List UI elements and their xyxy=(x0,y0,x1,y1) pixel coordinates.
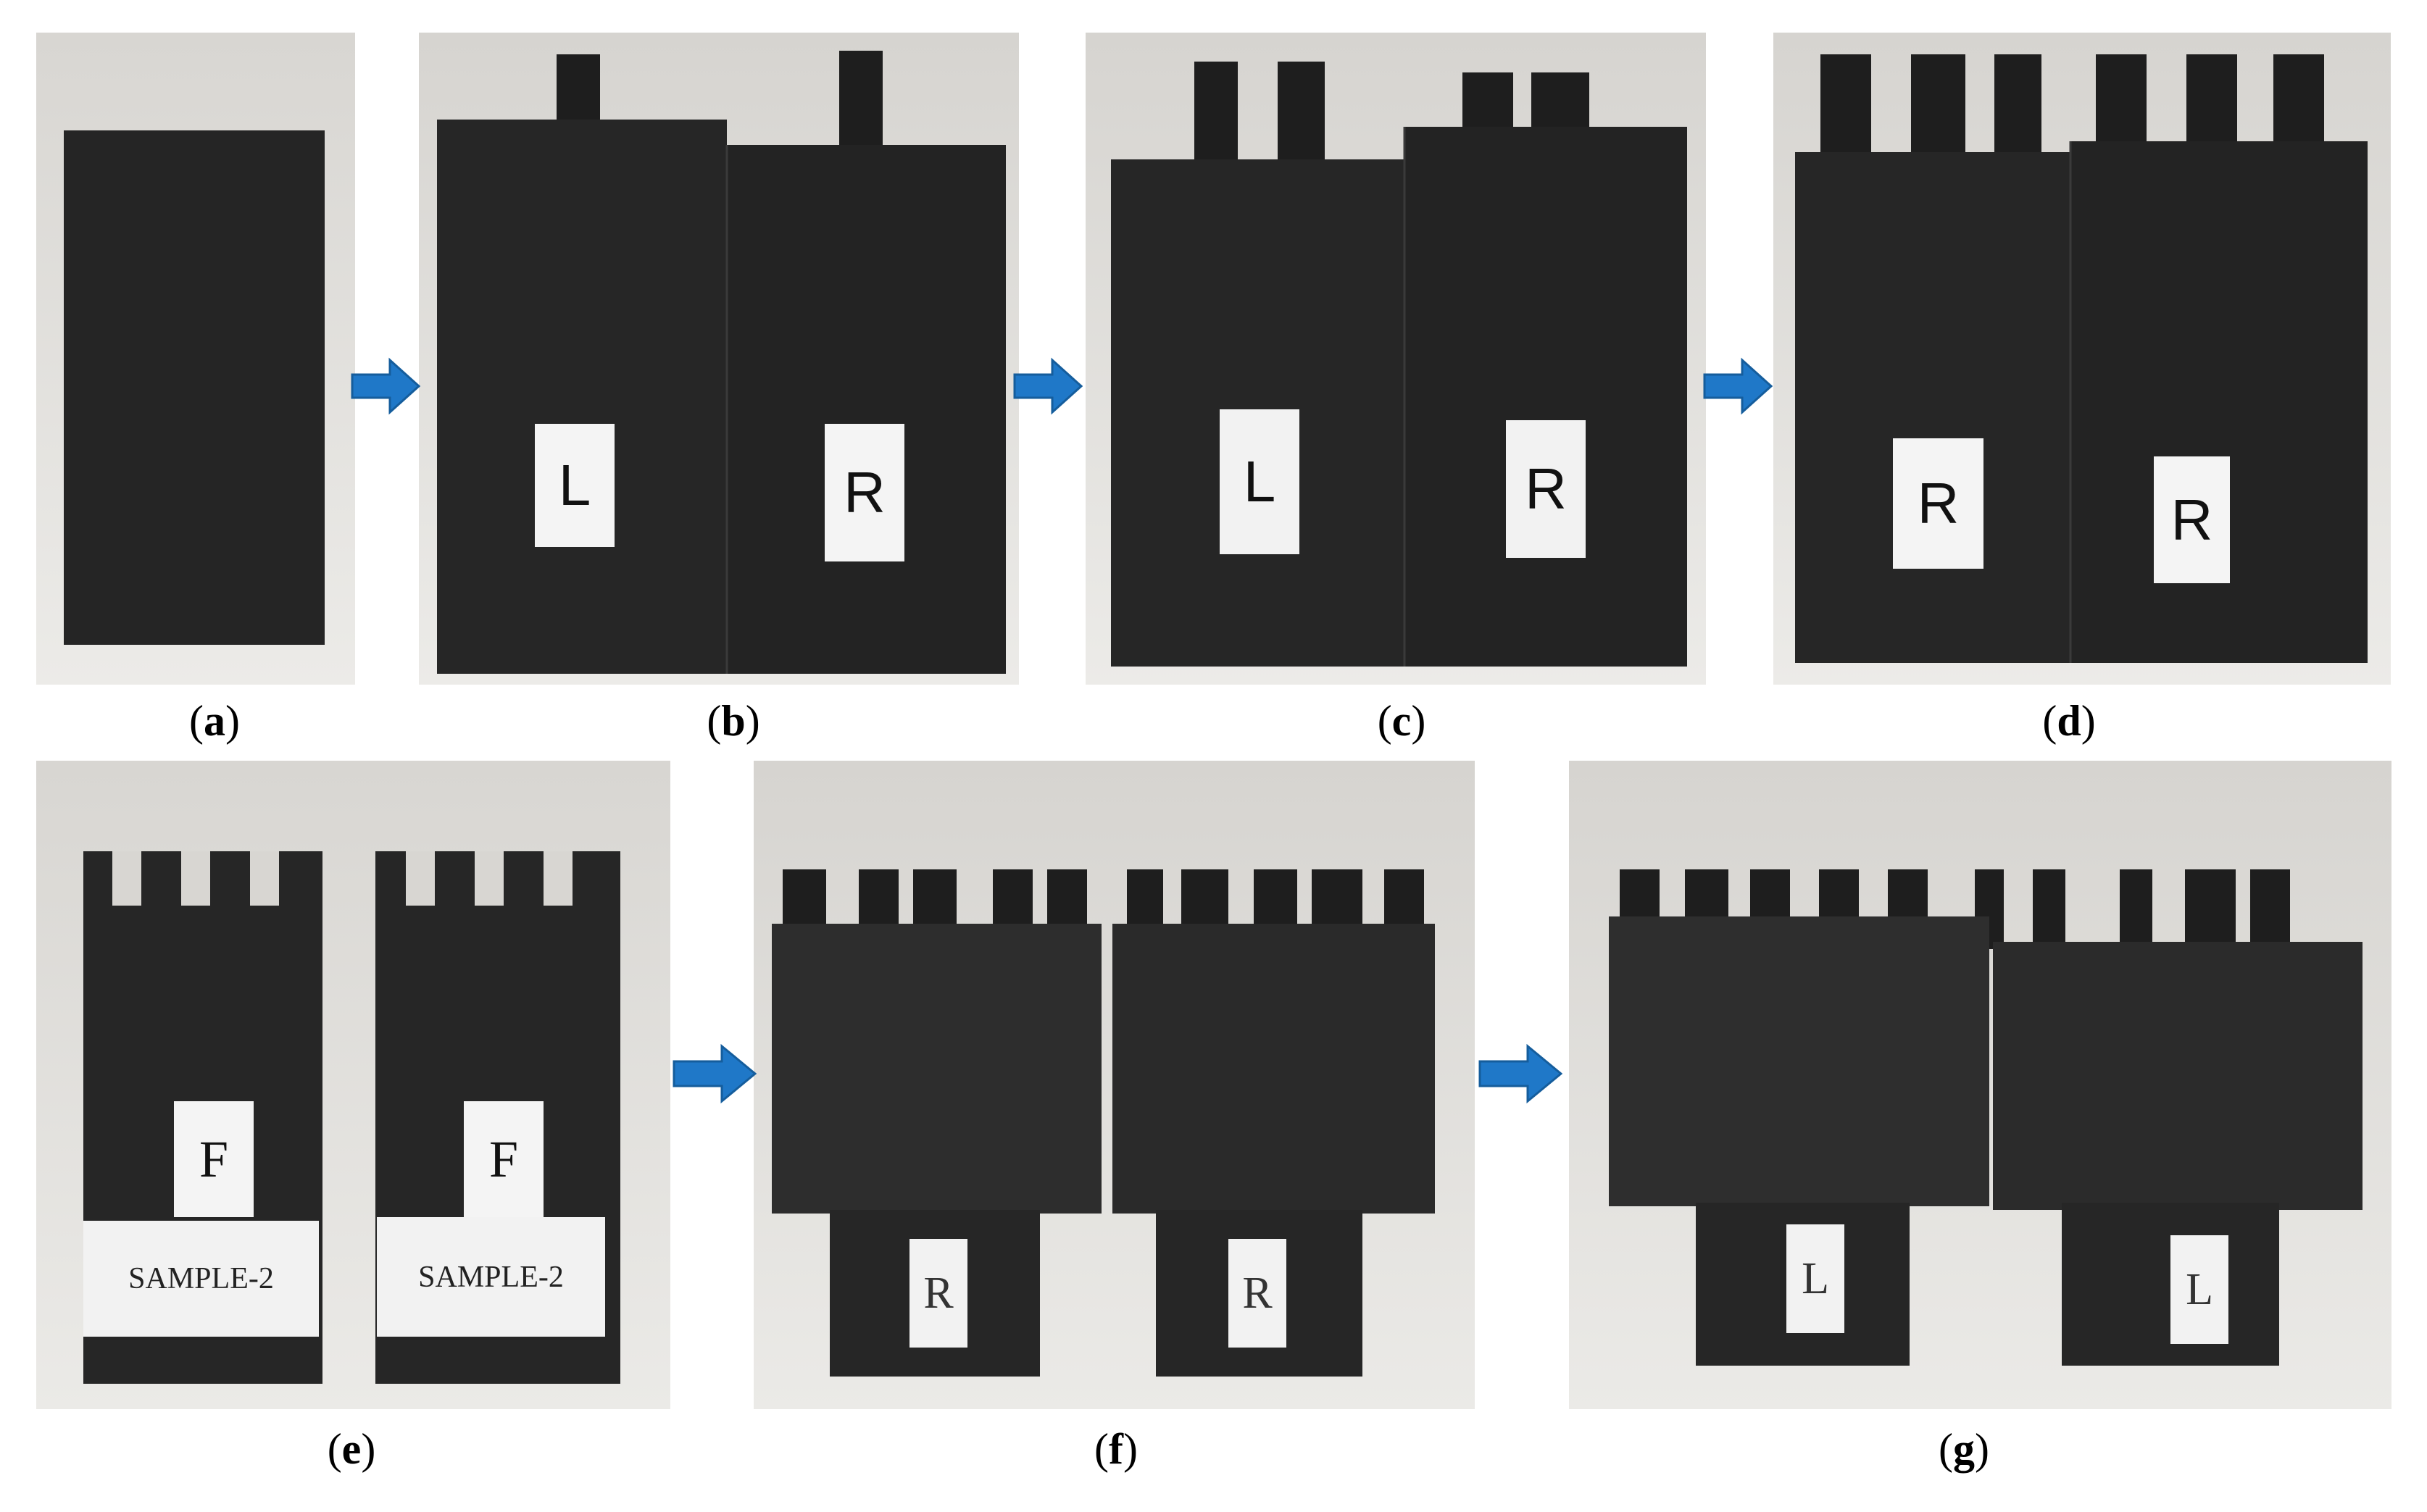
label-card-left: L xyxy=(535,424,615,547)
caption-f: (f) xyxy=(1007,1424,1225,1474)
caption-paren: ) xyxy=(745,697,760,745)
label-card-left: L xyxy=(1786,1224,1844,1333)
label-text: F xyxy=(199,1129,229,1188)
caption-paren: ( xyxy=(1377,697,1392,745)
caption-paren: ( xyxy=(189,697,204,745)
photo-panel-f: R R xyxy=(754,761,1475,1409)
caption-g: (g) xyxy=(1855,1424,2073,1474)
photo-panel-a xyxy=(36,33,355,685)
photo-panel-c: L R xyxy=(1086,33,1706,685)
caption-letter: c xyxy=(1391,697,1412,745)
sample-label-right: SAMPLE-2 xyxy=(377,1217,605,1337)
caption-e: (e) xyxy=(243,1424,460,1474)
right-arrow-icon xyxy=(1703,357,1773,415)
label-text: R xyxy=(844,460,886,525)
caption-paren: ( xyxy=(327,1425,342,1473)
block-top-right xyxy=(1112,924,1435,1214)
label-card-left: R xyxy=(909,1239,967,1348)
right-arrow-icon xyxy=(1013,357,1083,415)
label-card-left: R xyxy=(1893,438,1983,569)
caption-d: (d) xyxy=(1960,696,2178,746)
block-right xyxy=(727,145,1006,674)
caption-paren: ) xyxy=(225,697,240,745)
label-text: F xyxy=(488,1129,519,1188)
caption-letter: g xyxy=(1953,1425,1975,1473)
block-right xyxy=(2070,141,2368,663)
label-card-left: L xyxy=(1220,409,1299,554)
caption-paren: ) xyxy=(1123,1425,1138,1473)
photo-panel-e: F F SAMPLE-2 SAMPLE-2 xyxy=(36,761,670,1409)
label-text: L xyxy=(1802,1253,1829,1303)
caption-paren: ) xyxy=(1411,697,1426,745)
caption-paren: ( xyxy=(2042,697,2057,745)
photo-f xyxy=(754,761,1475,1409)
photo-g xyxy=(1569,761,2391,1409)
block-top-left xyxy=(772,924,1102,1214)
block-left xyxy=(1795,152,2085,663)
label-text: R xyxy=(1525,456,1567,521)
caption-letter: d xyxy=(2057,697,2081,745)
caption-a: (a) xyxy=(106,696,323,746)
photo-a xyxy=(36,33,355,685)
photo-panel-b: L R xyxy=(419,33,1019,685)
label-text: L xyxy=(558,453,591,517)
photo-d xyxy=(1773,33,2391,685)
label-card-right: F xyxy=(464,1101,544,1217)
caption-paren: ( xyxy=(1094,1425,1109,1473)
caption-letter: a xyxy=(204,697,225,745)
caption-b: (b) xyxy=(625,696,842,746)
sample-label-left: SAMPLE-2 xyxy=(83,1221,319,1337)
right-arrow-icon xyxy=(351,357,420,415)
label-text: R xyxy=(2170,487,2213,552)
label-card-right: R xyxy=(1506,420,1586,558)
caption-paren: ) xyxy=(361,1425,376,1473)
label-card-right: R xyxy=(825,424,904,561)
caption-letter: b xyxy=(721,697,746,745)
caption-letter: e xyxy=(341,1425,362,1473)
caption-c: (c) xyxy=(1293,696,1510,746)
caption-paren: ) xyxy=(2081,697,2096,745)
label-text: L xyxy=(1243,449,1276,514)
caption-paren: ( xyxy=(1939,1425,1953,1473)
photo-c xyxy=(1086,33,1706,685)
caption-letter: f xyxy=(1109,1425,1123,1473)
caption-paren: ) xyxy=(1975,1425,1989,1473)
block-right xyxy=(1404,127,1687,667)
block-a xyxy=(64,130,325,645)
label-card-right: R xyxy=(1228,1239,1286,1348)
label-text: L xyxy=(2186,1264,2213,1314)
sample-label-text: SAMPLE-2 xyxy=(128,1262,274,1295)
photo-b xyxy=(419,33,1019,685)
block-top-left xyxy=(1609,916,1989,1206)
label-text: R xyxy=(1917,471,1960,535)
right-arrow-icon xyxy=(673,1043,757,1104)
label-text: R xyxy=(923,1268,954,1318)
label-card-right: L xyxy=(2170,1235,2228,1344)
right-arrow-icon xyxy=(1478,1043,1562,1104)
label-card-left: F xyxy=(174,1101,254,1217)
block-left xyxy=(437,120,727,674)
label-text: R xyxy=(1242,1268,1273,1318)
sample-label-text: SAMPLE-2 xyxy=(418,1260,564,1294)
label-card-right: R xyxy=(2154,456,2230,583)
block-top-right xyxy=(1993,942,2363,1210)
caption-paren: ( xyxy=(707,697,722,745)
photo-panel-g: L L xyxy=(1569,761,2391,1409)
photo-panel-d: R R xyxy=(1773,33,2391,685)
